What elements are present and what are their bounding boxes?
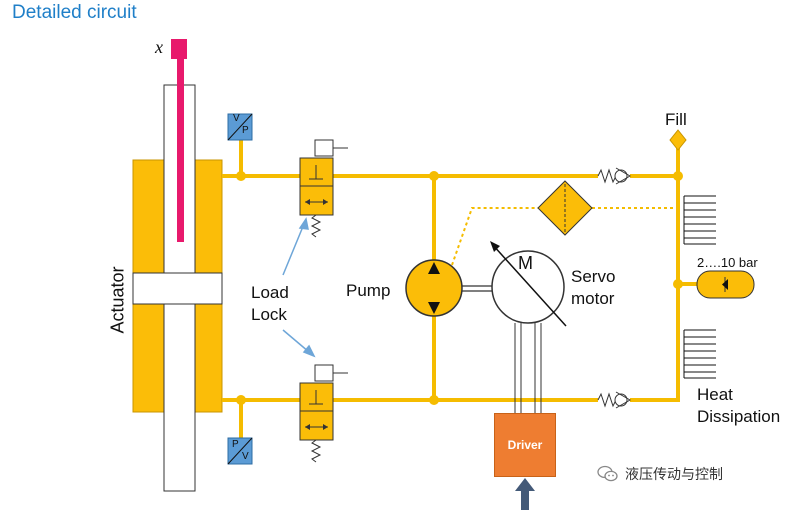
accumulator — [696, 270, 755, 299]
actuator-label: Actuator — [107, 266, 128, 334]
watermark: 液压传动与控制 — [597, 464, 723, 484]
watermark-text: 液压传动与控制 — [625, 466, 723, 482]
load-label: Load — [251, 283, 289, 302]
dissipation-label: Dissipation — [697, 407, 781, 426]
wechat-icon — [597, 465, 619, 483]
load-lock-pointer-arrows — [282, 217, 316, 358]
actuator-cylinder — [132, 84, 223, 492]
drain-line — [451, 207, 678, 266]
motor-symbol: M — [518, 253, 533, 273]
check-valve-bottom — [597, 391, 632, 409]
load-lock-valve-bottom — [299, 364, 348, 463]
servo-motor — [490, 241, 567, 413]
fill-port — [669, 129, 687, 151]
heat-exchanger-bottom — [683, 329, 716, 379]
sensor-top-p: P — [242, 125, 249, 136]
pump — [405, 259, 495, 317]
filter — [537, 180, 593, 236]
heat-label: Heat — [697, 385, 733, 404]
driver-label: Driver — [507, 438, 543, 452]
sensor-top-v: V — [233, 113, 240, 124]
fill-label: Fill — [665, 110, 687, 129]
pressure-sensor-bottom — [227, 437, 253, 465]
heat-exchanger-top — [683, 195, 716, 245]
pressure-range-label: 2….10 bar — [697, 255, 758, 270]
page-title: Detailed circuit — [12, 2, 137, 23]
pressure-sensor-top — [227, 113, 253, 141]
command-input-arrow — [515, 478, 535, 510]
pump-label: Pump — [346, 281, 391, 300]
servo-label: Servo — [571, 267, 616, 286]
position-x-label: x — [155, 37, 163, 57]
driver-box: Driver — [494, 413, 556, 477]
load-lock-valve-top — [299, 139, 348, 238]
check-valve-top — [597, 167, 632, 185]
sensor-bottom-v: V — [242, 451, 249, 462]
junction-dots — [236, 171, 683, 405]
motor-label: motor — [571, 289, 615, 308]
lock-label: Lock — [251, 305, 287, 324]
sensor-bottom-p: P — [232, 439, 239, 450]
position-rod — [171, 39, 187, 242]
